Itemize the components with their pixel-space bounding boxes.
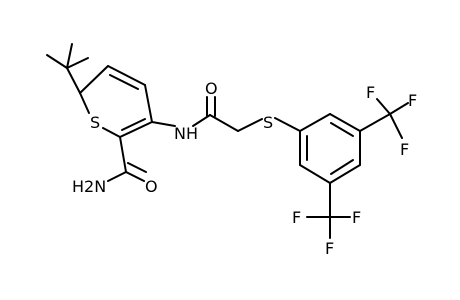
thioether-sulfur-label: S <box>263 113 273 132</box>
atom-labels: S NH O S H2N O F F F F F F <box>72 79 417 258</box>
fluorine-label: F <box>292 208 301 227</box>
bond <box>127 162 147 173</box>
fluorine-label: F <box>325 239 334 258</box>
bond <box>359 113 391 132</box>
bond <box>151 121 176 127</box>
ketone-oxygen-label: O <box>205 79 218 98</box>
bond <box>66 43 73 69</box>
bond <box>66 57 89 69</box>
bond <box>107 65 146 86</box>
bond <box>299 113 331 132</box>
amide-oxygen-label: O <box>145 177 158 196</box>
bond <box>121 118 146 131</box>
bond <box>79 65 109 94</box>
bond <box>119 136 127 173</box>
fluorine-label: F <box>366 83 375 102</box>
bond <box>330 122 354 137</box>
amide-nh2-label: H2N <box>72 177 106 196</box>
nh-label: NH <box>174 124 198 143</box>
bond <box>109 74 139 90</box>
bond <box>119 121 153 138</box>
bond <box>46 54 68 69</box>
bond <box>389 113 403 139</box>
bonds <box>46 43 409 239</box>
bond <box>299 164 331 184</box>
bond <box>274 117 301 132</box>
bond <box>329 164 361 184</box>
fluorine-label: F <box>400 140 409 159</box>
bond <box>79 92 90 114</box>
bond <box>66 67 81 94</box>
bond <box>376 98 391 115</box>
bond <box>329 113 361 132</box>
bond <box>107 171 127 182</box>
thiophene-sulfur-label: S <box>90 113 100 132</box>
bond <box>330 159 354 175</box>
bond <box>125 171 145 182</box>
bond <box>209 114 239 132</box>
bond <box>389 102 409 115</box>
bond <box>237 118 263 132</box>
bond <box>102 127 121 138</box>
fluorine-label: F <box>352 208 361 227</box>
bond <box>144 84 153 123</box>
fluorine-label: F <box>408 91 417 110</box>
